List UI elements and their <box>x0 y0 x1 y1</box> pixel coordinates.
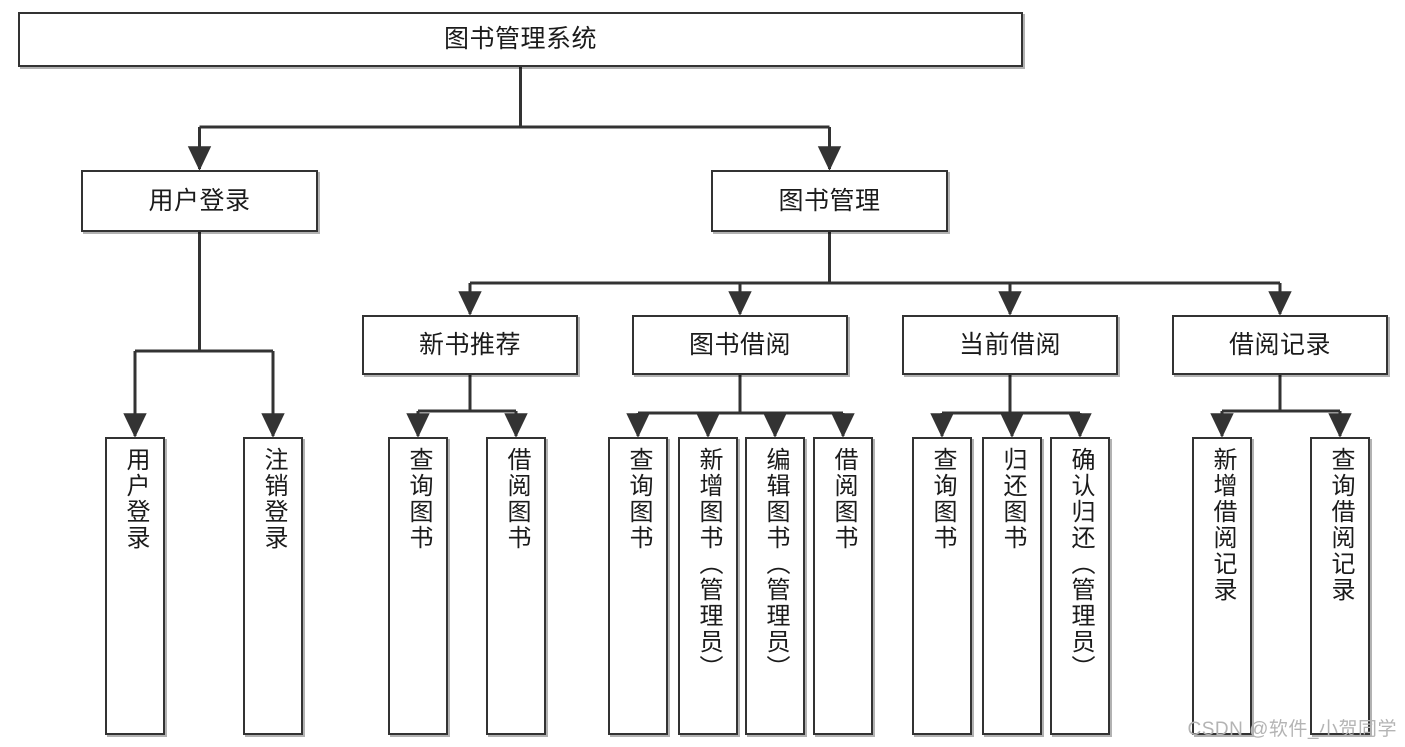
node-book-borrow[interactable]: 图书借阅 <box>632 315 848 375</box>
node-label: 当前借阅 <box>958 330 1061 359</box>
node-leaf-query-borrow-record[interactable]: 查询借阅记录 <box>1310 437 1370 735</box>
node-leaf-add-book-admin[interactable]: 新增图书（管理员） <box>678 437 738 735</box>
node-label: 借阅图书 <box>830 447 857 551</box>
node-leaf-user-login[interactable]: 用户登录 <box>105 437 165 735</box>
csdn-watermark: CSDN @软件_小贺同学 <box>1187 719 1397 740</box>
node-label: 查询图书 <box>405 447 432 551</box>
node-label: 注销登录 <box>260 447 287 551</box>
node-leaf-query-book-borrow[interactable]: 查询图书 <box>608 437 668 735</box>
node-label: 用户登录 <box>148 186 251 215</box>
node-user-login[interactable]: 用户登录 <box>81 170 318 232</box>
node-leaf-edit-book-admin[interactable]: 编辑图书（管理员） <box>745 437 805 735</box>
node-label: 查询借阅记录 <box>1327 447 1354 603</box>
node-leaf-logout-login[interactable]: 注销登录 <box>243 437 303 735</box>
node-label: 借阅图书 <box>503 447 530 551</box>
node-current-borrow[interactable]: 当前借阅 <box>902 315 1118 375</box>
node-label: 归还图书 <box>999 447 1026 551</box>
node-label: 借阅记录 <box>1228 330 1331 359</box>
node-label: 图书借阅 <box>688 330 791 359</box>
node-leaf-query-book-current[interactable]: 查询图书 <box>912 437 972 735</box>
node-label: 图书管理系统 <box>443 25 597 54</box>
node-label: 查询图书 <box>929 447 956 551</box>
node-label: 图书管理 <box>778 186 881 215</box>
node-leaf-borrow-book-borrow[interactable]: 借阅图书 <box>813 437 873 735</box>
node-leaf-return-book[interactable]: 归还图书 <box>982 437 1042 735</box>
node-label: 编辑图书（管理员） <box>762 447 789 681</box>
node-leaf-confirm-return-admin[interactable]: 确认归还（管理员） <box>1050 437 1110 735</box>
node-book-management[interactable]: 图书管理 <box>711 170 948 232</box>
node-root-book-management-system[interactable]: 图书管理系统 <box>18 12 1023 67</box>
node-label: 确认归还（管理员） <box>1067 447 1094 681</box>
node-leaf-query-book-recommend[interactable]: 查询图书 <box>388 437 448 735</box>
node-leaf-borrow-book-recommend[interactable]: 借阅图书 <box>486 437 546 735</box>
node-leaf-add-borrow-record[interactable]: 新增借阅记录 <box>1192 437 1252 735</box>
node-label: 新书推荐 <box>418 330 521 359</box>
node-label: 新增借阅记录 <box>1209 447 1236 603</box>
node-label: 新增图书（管理员） <box>695 447 722 681</box>
node-new-book-recommend[interactable]: 新书推荐 <box>362 315 578 375</box>
node-label: 查询图书 <box>625 447 652 551</box>
node-borrow-record[interactable]: 借阅记录 <box>1172 315 1388 375</box>
node-label: 用户登录 <box>122 447 149 551</box>
